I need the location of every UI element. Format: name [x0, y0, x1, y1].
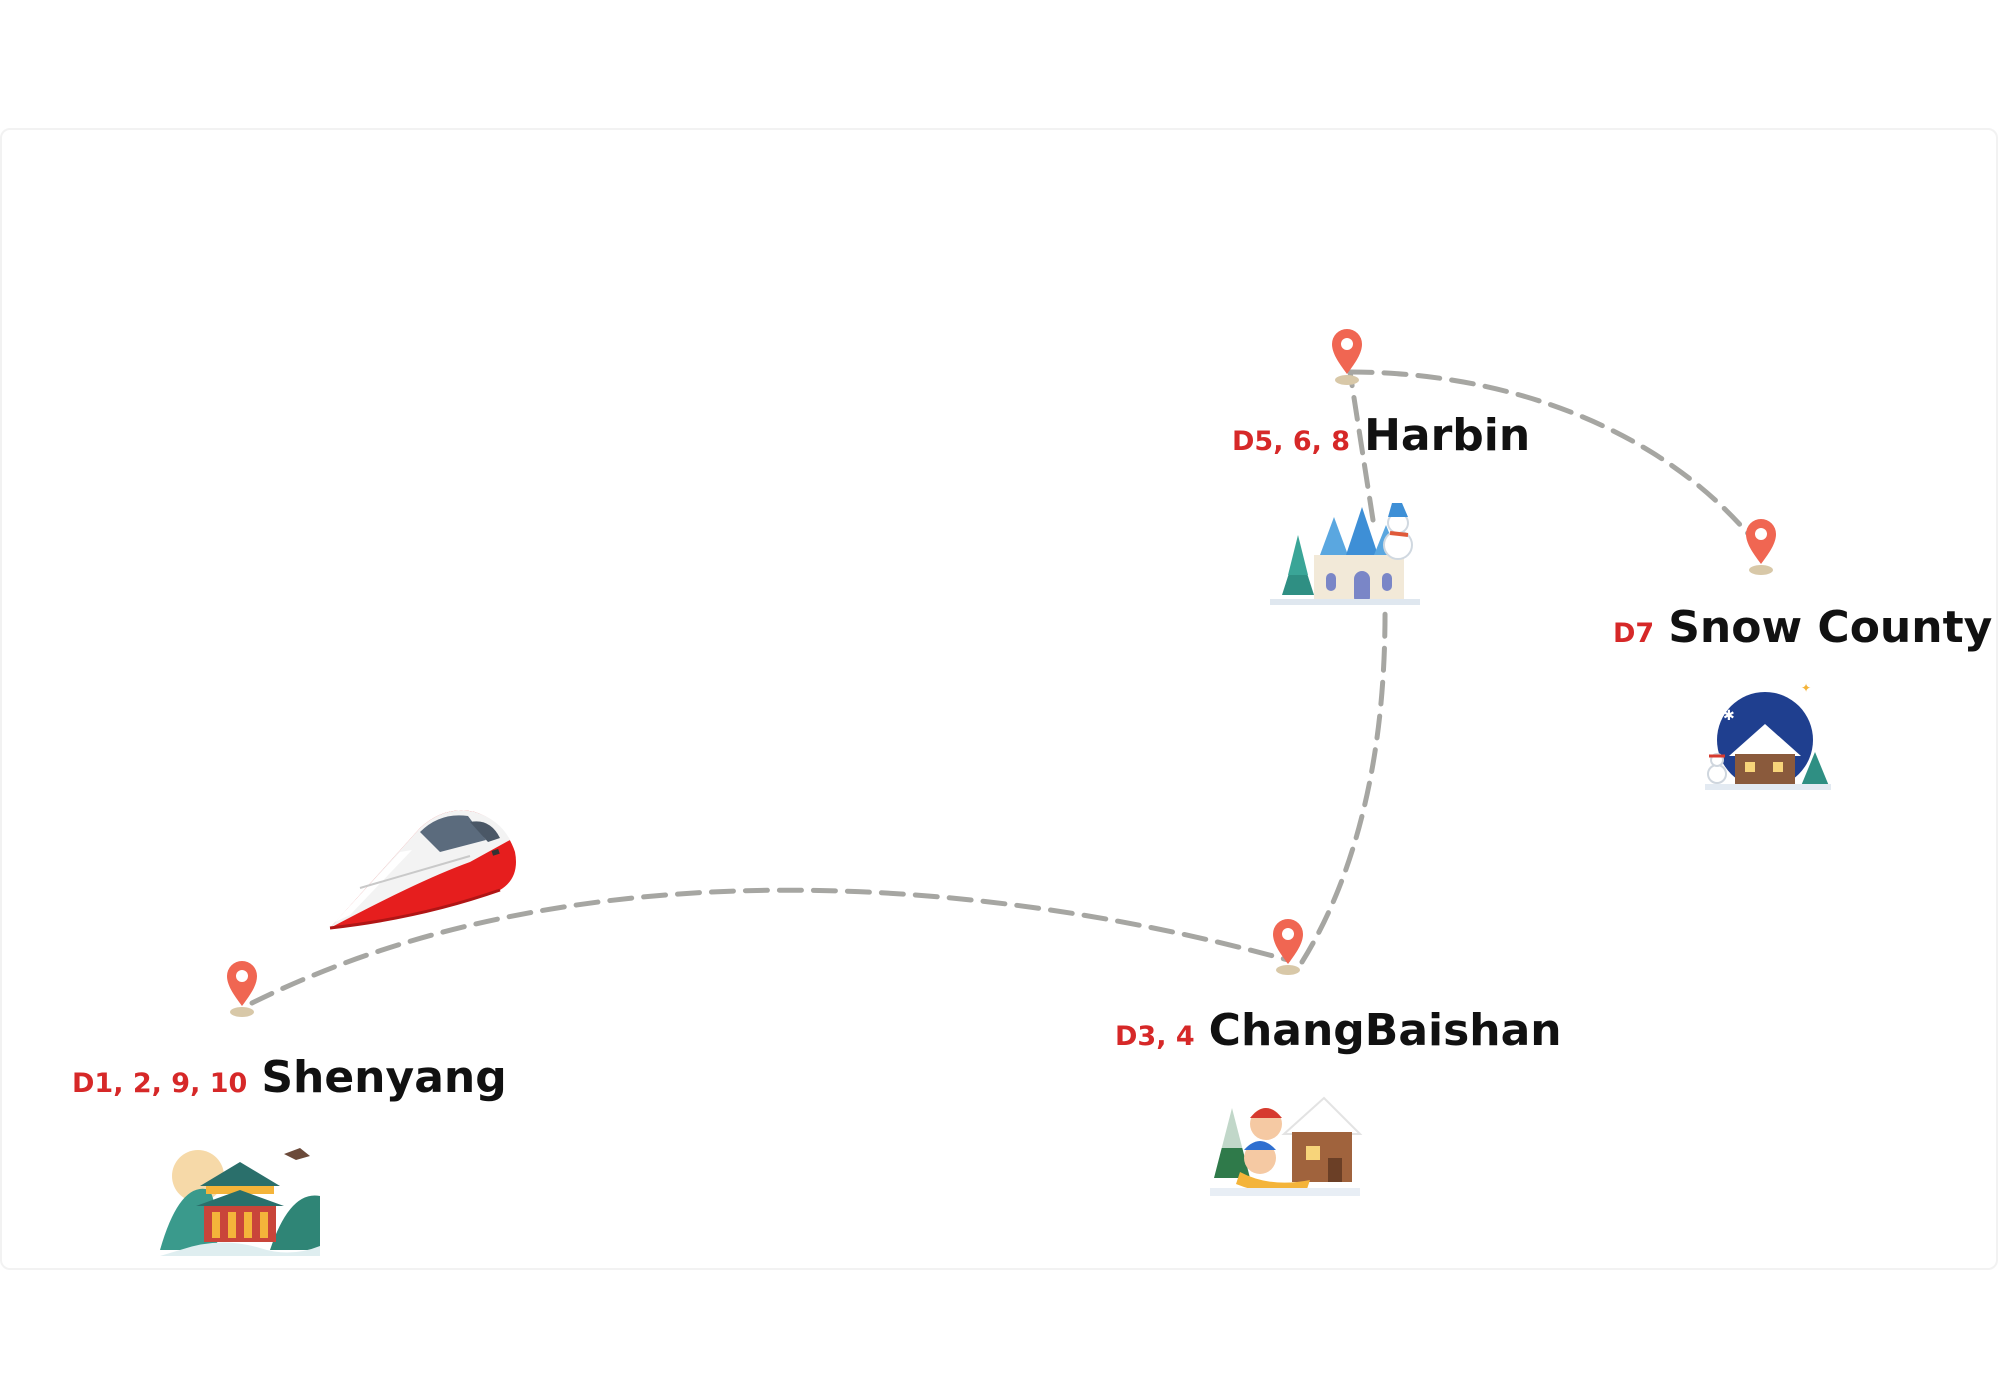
map-pin-icon [1746, 519, 1776, 564]
pin-dot [1282, 928, 1294, 940]
label-harbin: D5, 6, 8 Harbin [1232, 410, 1530, 461]
ice-castle-snowman-illustration-icon [1270, 503, 1420, 605]
palace-illustration-icon [160, 1148, 320, 1256]
svg-text:✱: ✱ [1723, 708, 1735, 724]
route-segment-harbin-leg [1347, 369, 1376, 523]
days-label: D3, 4 [1115, 1021, 1195, 1052]
pin-shadow [1335, 375, 1359, 385]
city-name: ChangBaishan [1208, 1005, 1562, 1056]
days-label: D5, 6, 8 [1232, 426, 1351, 457]
snow-cabin-kids-illustration-icon [1210, 1096, 1363, 1196]
map-pin-icon [1332, 329, 1362, 374]
route-segment-changbaishan-harbin [1299, 587, 1388, 965]
route-segment-harbin-snowcounty [1347, 369, 1753, 539]
label-changbaishan: D3, 4 ChangBaishan [1115, 1005, 1562, 1056]
pin-changbaishan[interactable] [1273, 919, 1303, 975]
pin-shadow [1276, 965, 1300, 975]
pin-dot [236, 970, 248, 982]
route-lines [249, 369, 1753, 1006]
days-label: D7 [1613, 618, 1655, 649]
label-snowcounty: D7 Snow County [1613, 602, 1992, 653]
days-label: D1, 2, 9, 10 [72, 1068, 248, 1099]
map-pin-icon [227, 961, 257, 1006]
label-shenyang: D1, 2, 9, 10 Shenyang [72, 1052, 507, 1103]
city-name: Shenyang [261, 1052, 507, 1103]
map-card [0, 128, 1998, 1270]
pin-dot [1755, 528, 1767, 540]
pin-shenyang[interactable] [227, 961, 257, 1017]
city-name: Harbin [1364, 410, 1531, 461]
pin-shadow [1749, 565, 1773, 575]
snow-house-moon-illustration-icon: ✱ ✦ [1705, 681, 1831, 791]
pin-snowcounty[interactable] [1746, 519, 1776, 575]
high-speed-train-icon [329, 810, 516, 930]
pin-dot [1341, 338, 1353, 350]
route-segment-shenyang-changbaishan [249, 887, 1291, 1006]
svg-text:✦: ✦ [1801, 681, 1811, 695]
map-pin-icon [1273, 919, 1303, 964]
city-name: Snow County [1668, 602, 1993, 653]
pin-harbin[interactable] [1332, 329, 1362, 385]
pin-shadow [230, 1007, 254, 1017]
